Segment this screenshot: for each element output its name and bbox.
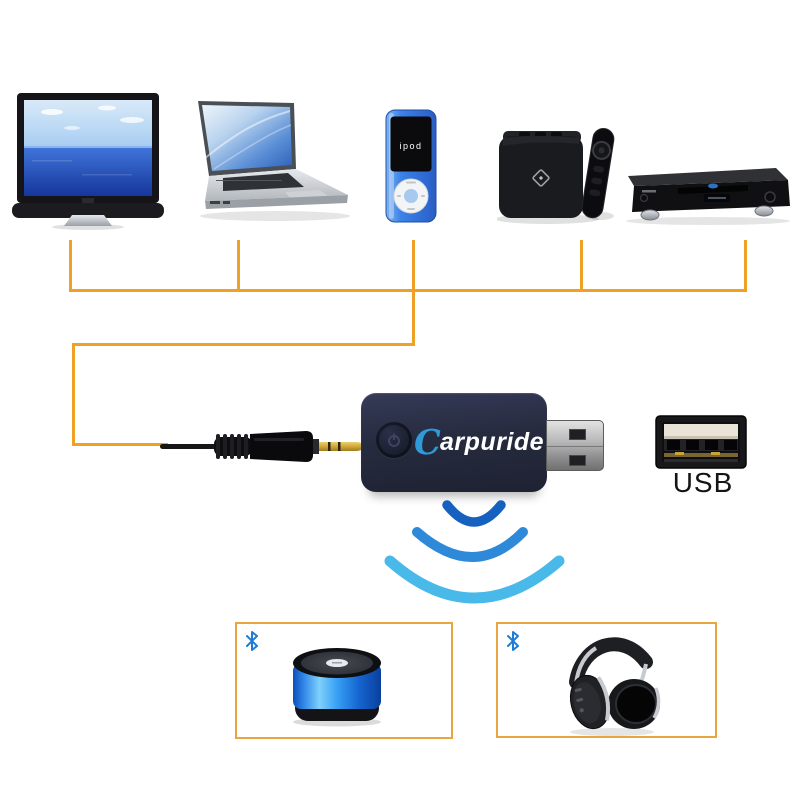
- brand-initial: C: [413, 422, 442, 463]
- usb-plug-icon: [546, 420, 604, 471]
- tv-icon: [12, 93, 164, 230]
- connector-bus-line: [69, 289, 747, 292]
- bluetooth-speaker-icon: [293, 648, 381, 727]
- connector-stub-tvbox: [580, 240, 583, 292]
- connector-to-cable: [72, 443, 168, 446]
- connector-stub-dvd: [744, 240, 747, 292]
- ipod-screen-label: ipod: [399, 141, 422, 151]
- connector-stub-ipod: [412, 240, 415, 292]
- usb-plug-hole: [569, 429, 586, 440]
- connector-stub-laptop: [237, 240, 240, 292]
- connector-left-drop: [72, 343, 75, 446]
- bluetooth-icon: [507, 631, 519, 651]
- dvd-player-icon: [626, 168, 790, 225]
- speaker-receiver-box: [235, 622, 453, 739]
- brand-logo: C arpuride: [413, 393, 545, 492]
- connector-center-drop: [412, 289, 415, 346]
- signal-arc-small: [442, 500, 506, 527]
- aux-cable-jack-icon: [160, 431, 364, 462]
- signal-arc-medium: [412, 527, 528, 562]
- connector-horizontal-line: [72, 343, 415, 346]
- usb-label: USB: [672, 467, 734, 498]
- ipod-icon: ipod: [385, 109, 437, 223]
- usb-plug-hole: [569, 455, 586, 466]
- tv-box-logo: [532, 169, 550, 187]
- tv-box-icon: [497, 128, 615, 224]
- connector-stub-tv: [69, 240, 72, 292]
- brand-rest: arpuride: [440, 428, 545, 456]
- remote-icon: [581, 128, 615, 219]
- power-button-icon: [376, 422, 412, 458]
- bluetooth-icon: [246, 631, 258, 651]
- laptop-icon: [198, 101, 350, 221]
- wireless-signal-icon: [384, 500, 565, 604]
- signal-arc-large: [384, 555, 565, 604]
- headphones-receiver-box: [496, 622, 717, 738]
- usb-port-icon: [655, 415, 747, 469]
- bluetooth-adapter: C arpuride: [361, 393, 547, 492]
- bluetooth-headphones-icon: [569, 637, 661, 736]
